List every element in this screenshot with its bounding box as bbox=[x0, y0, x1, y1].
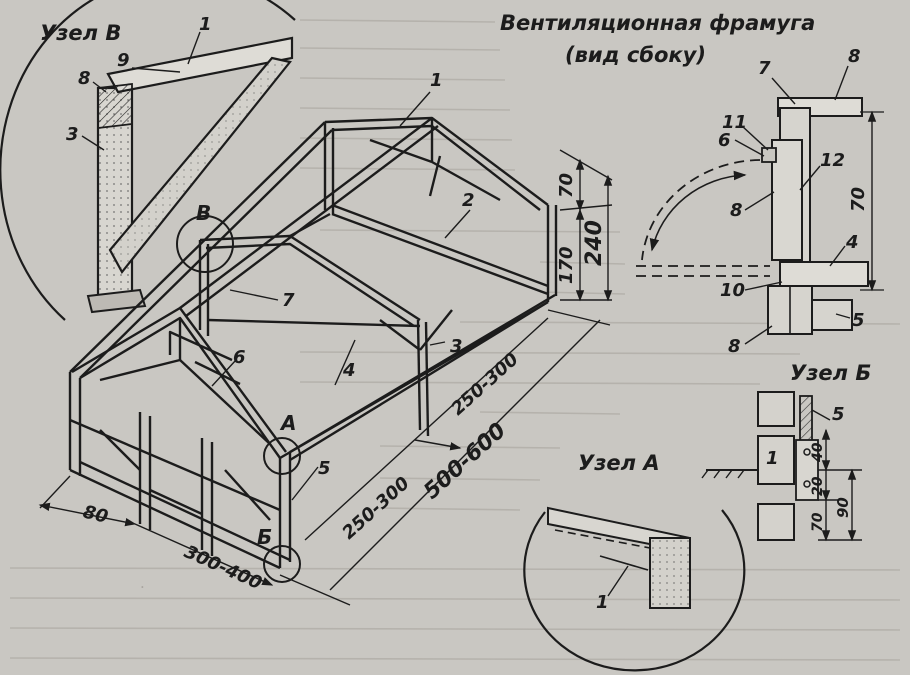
main-callout-4: 4 bbox=[342, 360, 356, 381]
vent-title-line1: Вентиляционная фрамуга bbox=[500, 11, 815, 35]
main-callout-2: 2 bbox=[462, 190, 475, 211]
node-a-detail bbox=[523, 506, 746, 672]
vent-callout-8-top: 8 bbox=[848, 46, 861, 67]
node-v-callout-3: 3 bbox=[66, 124, 79, 145]
node-a-circle bbox=[523, 509, 746, 672]
main-callout-1: 1 bbox=[430, 70, 443, 91]
vent-callout-8-bottom: 8 bbox=[728, 336, 741, 357]
greenhouse-frame bbox=[68, 116, 558, 570]
node-v-circle-arc bbox=[0, 0, 296, 321]
main-callout-6: 6 bbox=[233, 347, 246, 368]
node-b-dim-40: 40 bbox=[810, 442, 826, 463]
node-b-title: Узел Б bbox=[790, 361, 871, 385]
node-b-dim-20: 20 bbox=[810, 476, 826, 496]
vent-title-line2: (вид сбоку) bbox=[565, 43, 706, 67]
vent-dim-70: 70 bbox=[848, 187, 869, 212]
length-dimension-lines bbox=[279, 309, 611, 606]
ridge-beam bbox=[179, 117, 433, 309]
height-dimension-lines bbox=[559, 149, 613, 302]
purlin-2 bbox=[331, 203, 549, 288]
dim-80: 80 bbox=[81, 501, 110, 527]
node-v-callout-8: 8 bbox=[78, 68, 91, 89]
node-a-marker-label: А bbox=[279, 411, 296, 435]
main-callout-leaders bbox=[211, 91, 471, 501]
vent-callout-12: 12 bbox=[820, 150, 845, 171]
back-gable-rafters bbox=[324, 116, 549, 206]
node-v-callout-9: 9 bbox=[117, 50, 130, 71]
node-b-marker-label: Б bbox=[257, 525, 272, 549]
width-dimension-lines bbox=[38, 475, 274, 586]
vent-callout-10: 10 bbox=[720, 280, 745, 301]
dim-170: 170 bbox=[556, 246, 577, 284]
node-b-marker-circle bbox=[263, 545, 301, 583]
vent-callout-7: 7 bbox=[758, 58, 771, 79]
vent-callout-4: 4 bbox=[845, 232, 859, 253]
node-a-marker-circle bbox=[263, 437, 301, 475]
dim-70: 70 bbox=[556, 173, 577, 198]
node-a-title: Узел А bbox=[578, 451, 660, 475]
vent-sash bbox=[771, 139, 803, 261]
dim-500-600: 500-600 bbox=[419, 418, 511, 504]
node-b-callout-1: 1 bbox=[766, 448, 779, 469]
node-v-gusset bbox=[97, 82, 133, 130]
node-b-callout-5: 5 bbox=[832, 404, 845, 425]
vent-callout-5: 5 bbox=[852, 310, 865, 331]
vent-callout-11: 11 bbox=[722, 112, 747, 133]
vent-callout-6: 6 bbox=[718, 130, 731, 151]
node-v-marker-label: В bbox=[196, 201, 211, 225]
vent-callout-8-mid: 8 bbox=[730, 200, 743, 221]
node-v-callout-1: 1 bbox=[199, 14, 212, 35]
main-callout-3: 3 bbox=[450, 336, 463, 357]
vent-side-view bbox=[636, 65, 884, 345]
node-a-callout-1: 1 bbox=[596, 592, 609, 613]
main-callout-5: 5 bbox=[318, 458, 331, 479]
node-b-detail bbox=[701, 391, 862, 542]
node-v-title: Узел В bbox=[40, 21, 121, 45]
node-v-marker-circle bbox=[176, 215, 234, 273]
node-b-dim-70: 70 bbox=[810, 512, 826, 532]
node-v-detail bbox=[0, 0, 296, 321]
background-text-lines bbox=[9, 19, 901, 661]
dim-240: 240 bbox=[582, 220, 607, 266]
ghost-text: · bbox=[140, 578, 145, 596]
long-eave-back bbox=[69, 121, 326, 373]
main-callout-7: 7 bbox=[282, 290, 295, 311]
node-b-dim-90: 90 bbox=[834, 497, 852, 518]
